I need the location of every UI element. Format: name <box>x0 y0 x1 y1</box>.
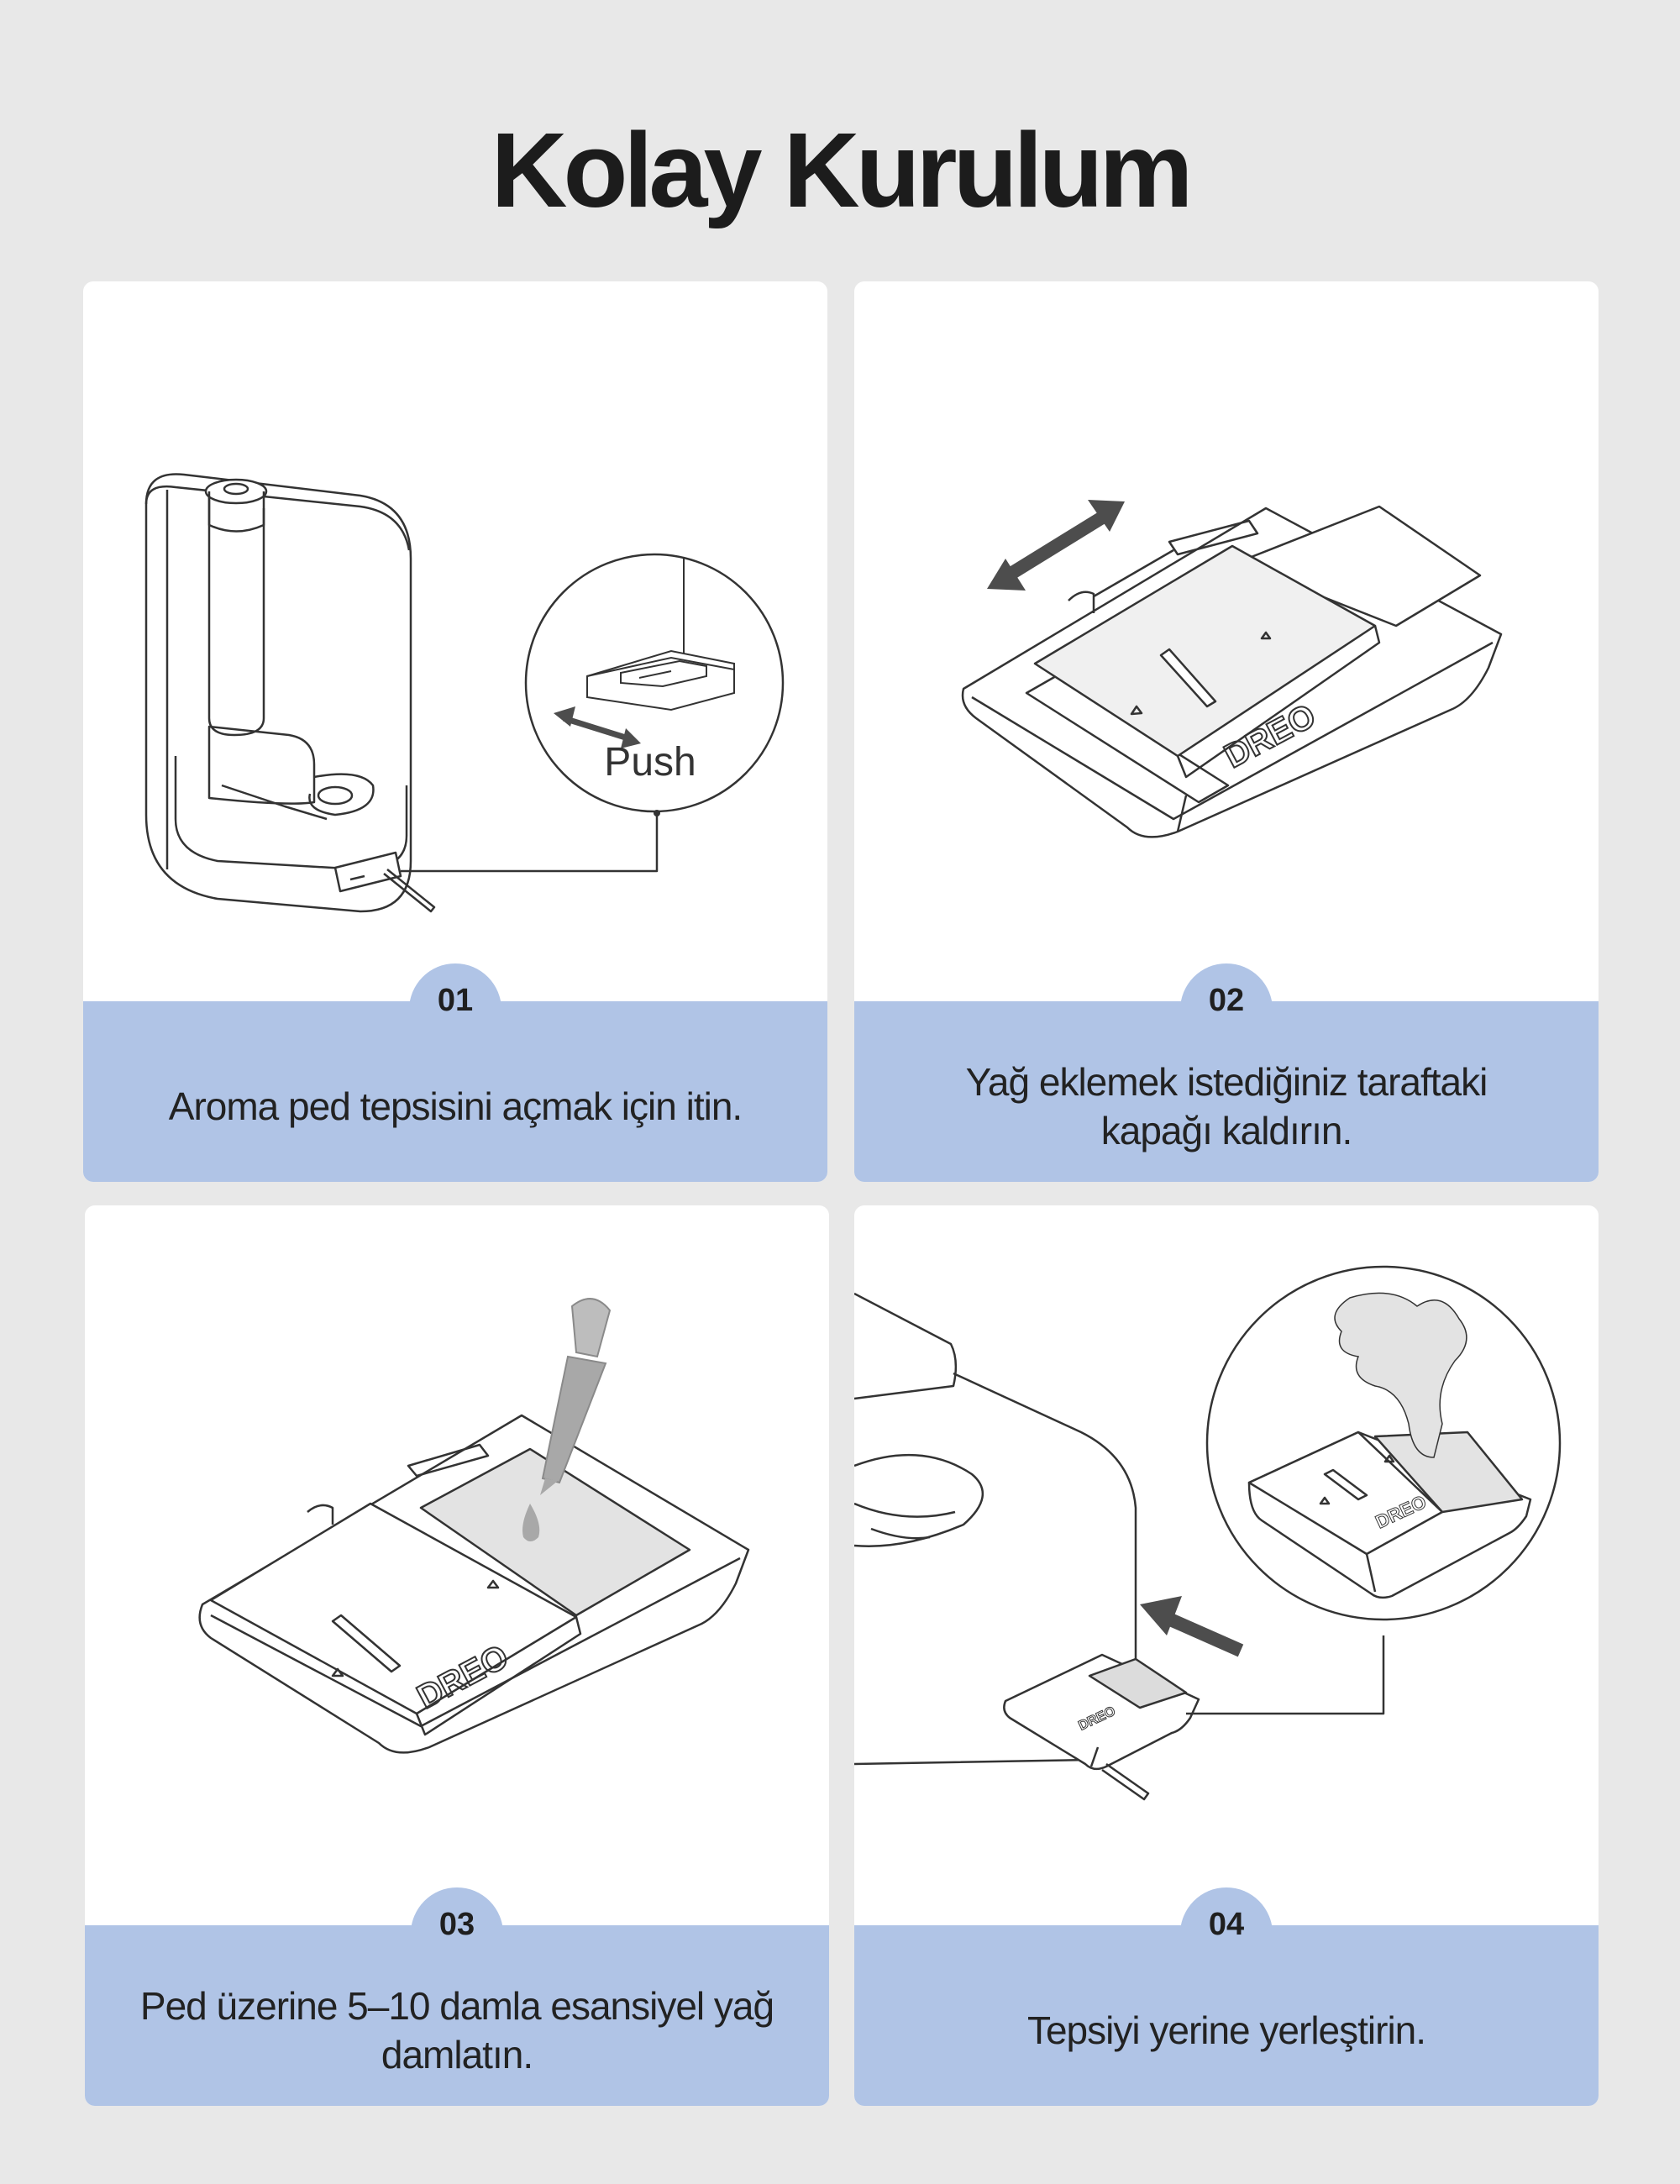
lid-direction-arrow-icon <box>987 500 1125 591</box>
push-direction-arrow-icon <box>554 706 641 748</box>
oil-dropper-illustration: DREO <box>198 1298 750 1754</box>
oil-drop-icon <box>522 1504 540 1541</box>
step-card-3: DREO Ped üzerine 5–10 damla esansiyel ya… <box>85 1205 829 2106</box>
step-number-badge-2: 02 <box>1180 963 1273 1056</box>
step-caption-3: Ped üzerine 5–10 damla esansiyel yağ dam… <box>139 1983 774 2076</box>
step-card-4: DREO DREO Tepsiyi yerine yerleştirin. 04 <box>854 1205 1599 2106</box>
humidifier-push-illustration: Push <box>144 473 785 913</box>
insert-tray-illustration: DREO DREO <box>854 1265 1562 1801</box>
push-label: Push <box>604 740 696 785</box>
tray-lid-illustration: DREO <box>961 500 1503 838</box>
step-number-badge-1: 01 <box>409 963 501 1056</box>
step-number-badge-4: 04 <box>1180 1887 1273 1980</box>
step-card-1: Push Aroma ped tepsisini açmak için itin… <box>83 281 827 1182</box>
step-caption-4: Tepsiyi yerine yerleştirin. <box>1026 2008 1426 2052</box>
step-card-2: DREO Yağ eklemek istediğiniz taraftaki k… <box>854 281 1599 1182</box>
step-number-badge-3: 03 <box>411 1887 503 1980</box>
step-caption-1: Aroma ped tepsisini açmak için itin. <box>168 1084 743 1128</box>
aroma-vapor-icon <box>1334 1292 1467 1458</box>
page-title: Kolay Kurulum <box>491 111 1193 229</box>
insert-direction-arrow-icon <box>1140 1596 1244 1657</box>
dropper-icon <box>540 1298 612 1495</box>
step-caption-2: Yağ eklemek istediğiniz taraftaki kapağı… <box>965 1059 1488 1152</box>
